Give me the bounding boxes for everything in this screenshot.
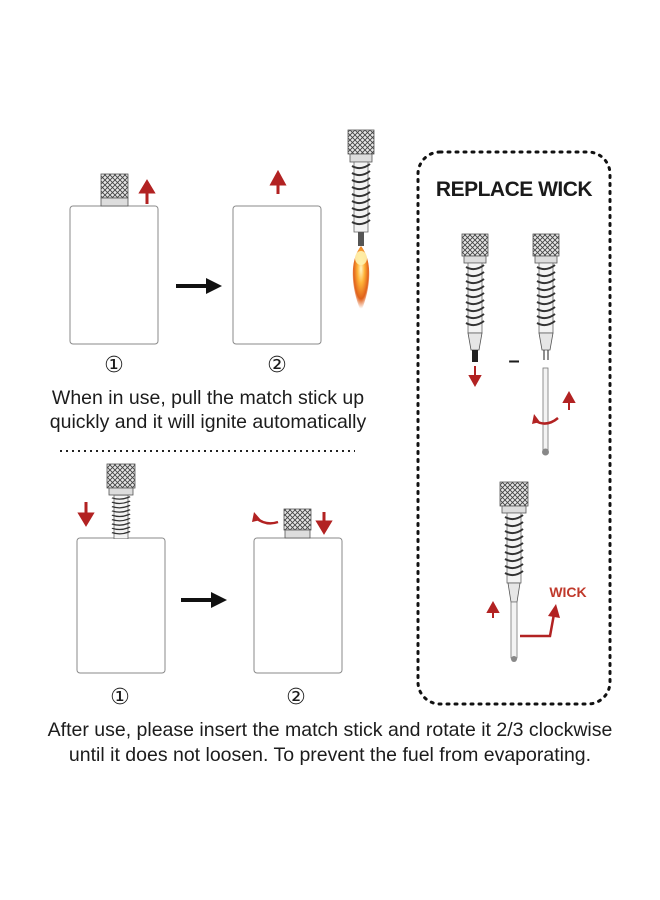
wick-stick-2 [532, 233, 560, 360]
bottom-step2-match-knob [283, 508, 312, 539]
wick-stick-assembled [499, 481, 529, 662]
bottom-step1-down-arrow-icon [77, 502, 95, 527]
bottom-step1-match-stick [106, 463, 136, 540]
wick2-up-arrow-icon [562, 390, 576, 410]
top-step2-number: ② [267, 352, 287, 377]
wick1-down-arrow-icon [468, 366, 482, 388]
bottom-caption-line1: After use, please insert the match stick… [47, 719, 613, 741]
wick-separator: – [508, 350, 520, 372]
bottom-step2-bottle [253, 537, 343, 674]
wick2-rotate-arrow-icon [532, 414, 559, 425]
bottom-step2-down-arrow-icon [315, 512, 333, 535]
assembled-up-arrow-icon [486, 600, 500, 618]
top-step1-up-arrow-icon [138, 179, 156, 204]
bottom-step1-bottle [76, 537, 166, 674]
top-caption-line1: When in use, pull the match stick up [51, 387, 365, 409]
top-caption-line2: quickly and it will ignite automatically [49, 411, 367, 433]
flame-icon [352, 246, 370, 312]
bottom-step1-number: ① [110, 684, 130, 709]
replace-wick-title: REPLACE WICK [435, 178, 593, 201]
top-step2-up-arrow-icon [269, 169, 287, 194]
wick-stick-1 [461, 233, 489, 362]
rotate-arrow-icon [252, 512, 279, 525]
replace-wick-panel [416, 150, 612, 706]
wick-label: WICK [549, 584, 587, 600]
top-step2-bottle [232, 205, 322, 345]
loose-wick-rod [542, 367, 549, 456]
lit-match-stick [347, 129, 375, 246]
top-step1-bottle [69, 205, 159, 345]
wick-pointer-arrow-icon [520, 604, 560, 638]
bottom-black-arrow-icon [181, 592, 227, 608]
bottom-caption-line2: until it does not loosen. To prevent the… [68, 744, 592, 766]
top-step1-match-knob [100, 173, 129, 207]
top-step1-number: ① [104, 352, 124, 377]
bottom-step2-number: ② [286, 684, 306, 709]
top-black-arrow-icon [176, 278, 222, 294]
